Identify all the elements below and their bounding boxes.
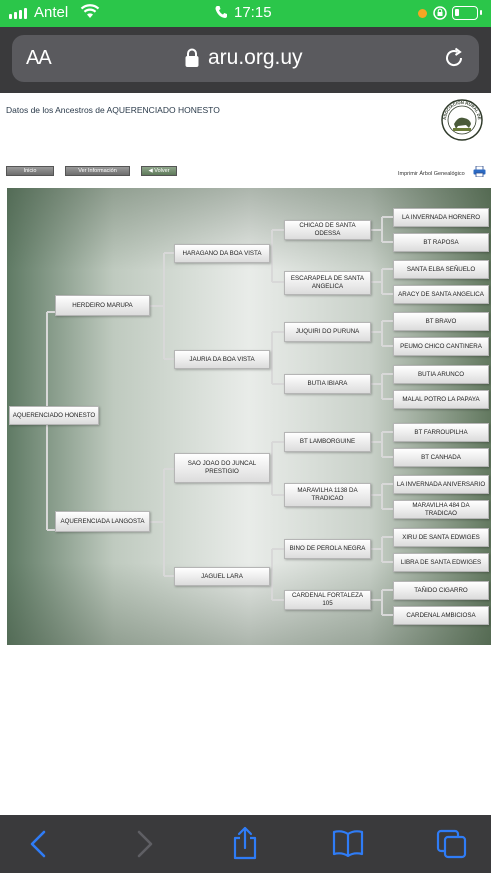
pedigree-great-grandparent[interactable]: CARDENAL FORTALEZA 105 bbox=[284, 590, 371, 610]
pedigree-great-grandparent[interactable]: BT LAMBORGUINE bbox=[284, 432, 371, 452]
forward-icon[interactable] bbox=[133, 829, 155, 859]
pedigree-great-great-grandparent[interactable]: TAÑIDO CIGARRO bbox=[393, 581, 489, 600]
pedigree-great-grandparent[interactable]: MARAVILHA 1138 DA TRADICAO bbox=[284, 483, 371, 507]
pedigree-great-great-grandparent[interactable]: XIRU DE SANTA EDWIGES bbox=[393, 528, 489, 547]
pedigree-great-great-grandparent[interactable]: BUTIA ARUNCO bbox=[393, 365, 489, 384]
pedigree-subject[interactable]: AQUERENCIADO HONESTO bbox=[9, 406, 99, 425]
address-bar[interactable]: AA aru.org.uy bbox=[12, 35, 479, 82]
book-icon[interactable] bbox=[332, 829, 364, 857]
pedigree-great-great-grandparent[interactable]: LIBRA DE SANTA EDWIGES bbox=[393, 553, 489, 572]
clock-time: 17:15 bbox=[234, 4, 272, 21]
aru-logo: ASOCIACIÓN RURAL DEL URUGUAY bbox=[440, 98, 483, 141]
pedigree-grandparent[interactable]: SAO JOAO DO JUNCAL PRESTIGIO bbox=[174, 453, 270, 483]
browser-chrome: AA aru.org.uy bbox=[0, 27, 491, 93]
pedigree-great-great-grandparent[interactable]: CARDENAL AMBICIOSA bbox=[393, 606, 489, 625]
pedigree-great-great-grandparent[interactable]: LA INVERNADA ANIVERSARIO bbox=[393, 475, 489, 494]
volver-button[interactable]: ◀ Volver bbox=[141, 166, 177, 176]
pedigree-great-grandparent[interactable]: BINO DE PEROLA NEGRA bbox=[284, 539, 371, 559]
status-bar: Antel 17:15 bbox=[0, 0, 491, 27]
battery-icon bbox=[452, 6, 482, 20]
pedigree-grandparent[interactable]: JAURIA DA BOA VISTA bbox=[174, 350, 270, 369]
back-arrow-icon: ◀ bbox=[148, 168, 153, 174]
lock-icon bbox=[185, 48, 199, 67]
printer-icon[interactable] bbox=[473, 166, 486, 177]
pedigree-grandparent[interactable]: HARAGANO DA BOA VISTA bbox=[174, 244, 270, 263]
pedigree-tree: AQUERENCIADO HONESTO HERDEIRO MARUPA AQU… bbox=[7, 188, 491, 645]
rotation-lock-icon bbox=[433, 6, 447, 20]
pedigree-great-great-grandparent[interactable]: MARAVILHA 484 DA TRADICAO bbox=[393, 500, 489, 519]
back-icon[interactable] bbox=[28, 829, 50, 859]
pedigree-great-great-grandparent[interactable]: ARACY DE SANTA ANGELICA bbox=[393, 285, 489, 304]
pedigree-great-grandparent[interactable]: ESCARAPELA DE SANTA ANGELICA bbox=[284, 271, 371, 295]
print-tree-link[interactable]: Imprimir Árbol Genealógico bbox=[398, 171, 465, 177]
browser-toolbar bbox=[0, 815, 491, 873]
pedigree-great-grandparent[interactable]: CHICAO DE SANTA ODESSA bbox=[284, 220, 371, 240]
reload-icon[interactable] bbox=[442, 46, 466, 70]
pedigree-great-great-grandparent[interactable]: BT FARROUPILHA bbox=[393, 423, 489, 442]
wifi-icon bbox=[80, 4, 100, 18]
pedigree-sire[interactable]: HERDEIRO MARUPA bbox=[55, 295, 150, 316]
tabs-icon[interactable] bbox=[436, 829, 468, 859]
pedigree-great-great-grandparent[interactable]: BT BRAVO bbox=[393, 312, 489, 331]
ver-informacion-button[interactable]: Ver Información bbox=[65, 166, 130, 176]
text-size-button[interactable]: AA bbox=[26, 47, 52, 69]
pedigree-great-grandparent[interactable]: JUQUIRI DO PURUNA bbox=[284, 322, 371, 342]
pedigree-great-great-grandparent[interactable]: PEUMO CHICO CANTINERA bbox=[393, 337, 489, 356]
pedigree-dam[interactable]: AQUERENCIADA LANGOSTA bbox=[55, 511, 150, 532]
url-text[interactable]: aru.org.uy bbox=[208, 46, 303, 69]
pedigree-grandparent[interactable]: JAGUEL LARA bbox=[174, 567, 270, 586]
share-icon[interactable] bbox=[231, 826, 259, 860]
page-title: Datos de los Ancestros de AQUERENCIADO H… bbox=[6, 105, 220, 115]
signal-bars-icon bbox=[9, 8, 27, 19]
privacy-indicator-dot bbox=[418, 9, 427, 18]
web-page: Datos de los Ancestros de AQUERENCIADO H… bbox=[0, 93, 491, 815]
pedigree-great-great-grandparent[interactable]: MALAL POTRO LA PAPAYA bbox=[393, 390, 489, 409]
volver-label: Volver bbox=[154, 168, 170, 174]
pedigree-great-great-grandparent[interactable]: LA INVERNADA HORNERO bbox=[393, 208, 489, 227]
carrier-name: Antel bbox=[34, 4, 69, 21]
pedigree-great-grandparent[interactable]: BUTIA IBIARA bbox=[284, 374, 371, 394]
phone-icon bbox=[215, 6, 227, 18]
tree-connector-lines bbox=[46, 216, 393, 616]
pedigree-great-great-grandparent[interactable]: BT CANHADA bbox=[393, 448, 489, 467]
inicio-button[interactable]: Inicio bbox=[6, 166, 54, 176]
pedigree-great-great-grandparent[interactable]: SANTA ELBA SEÑUELO bbox=[393, 260, 489, 279]
pedigree-great-great-grandparent[interactable]: BT RAPOSA bbox=[393, 233, 489, 252]
